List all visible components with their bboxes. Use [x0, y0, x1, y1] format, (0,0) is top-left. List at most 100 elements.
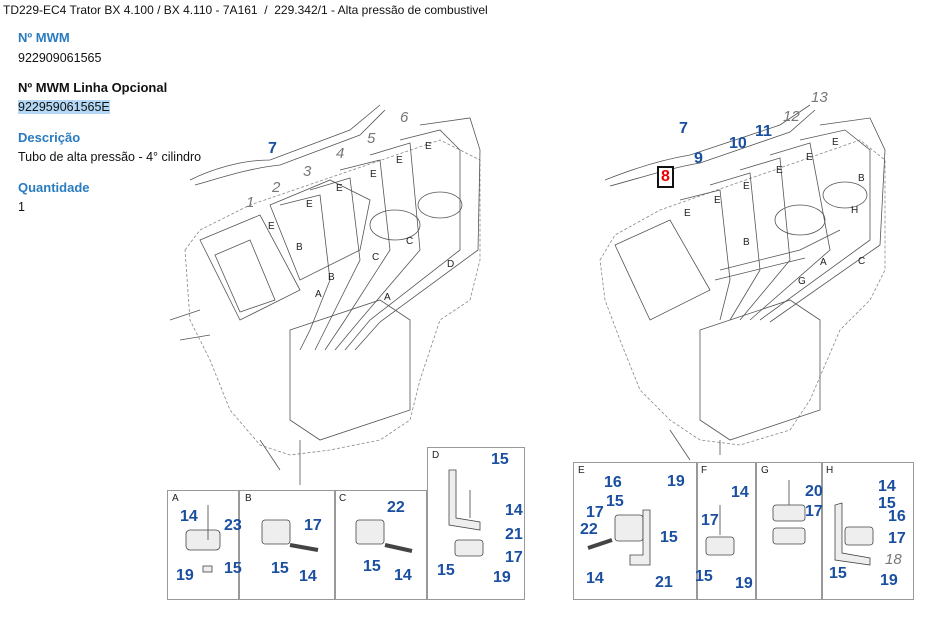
callout[interactable]: 22: [387, 499, 405, 516]
detail-box-d: [427, 447, 525, 600]
callout-7[interactable]: 7: [268, 140, 277, 157]
callout[interactable]: 21: [505, 526, 523, 543]
letter: E: [268, 221, 275, 232]
detail-box-a: [167, 490, 239, 600]
callout[interactable]: 23: [224, 517, 242, 534]
detail-box-b: [239, 490, 335, 600]
callout-6[interactable]: 6: [400, 109, 409, 126]
letter: B: [328, 272, 335, 283]
callout[interactable]: 19: [880, 572, 898, 589]
letter: C: [372, 252, 380, 263]
detail-box-g: [756, 462, 822, 600]
callout-3[interactable]: 3: [303, 163, 312, 180]
detail-box-f: [697, 462, 756, 600]
callout-2[interactable]: 2: [272, 179, 281, 196]
letter: E: [684, 208, 691, 219]
letter: C: [406, 236, 414, 247]
callout[interactable]: 15: [363, 558, 381, 575]
box-letter: A: [172, 493, 179, 504]
callout[interactable]: 14: [878, 478, 896, 495]
callout[interactable]: 15: [829, 565, 847, 582]
callout[interactable]: 19: [176, 567, 194, 584]
letter: E: [370, 169, 377, 180]
detail-box-e: [573, 462, 697, 600]
quantity-value: 1: [18, 200, 25, 214]
callout[interactable]: 14: [505, 502, 523, 519]
letter: E: [832, 137, 839, 148]
callout[interactable]: 14: [180, 508, 198, 525]
callout[interactable]: 17: [888, 530, 906, 547]
callout[interactable]: 15: [224, 560, 242, 577]
callout[interactable]: 19: [735, 575, 753, 592]
callout[interactable]: 18: [885, 551, 902, 568]
right-engine-drawing: [599, 104, 886, 461]
callout[interactable]: 22: [580, 521, 598, 538]
box-letter: E: [578, 465, 585, 476]
callout[interactable]: 15: [695, 568, 713, 585]
quantity-label: Quantidade: [18, 180, 90, 195]
letter: E: [336, 183, 343, 194]
callout[interactable]: 15: [271, 560, 289, 577]
callout[interactable]: 17: [505, 549, 523, 566]
box-letter: B: [245, 493, 252, 504]
callout[interactable]: 16: [604, 474, 622, 491]
callout-13[interactable]: 13: [811, 89, 828, 106]
callout[interactable]: 17: [701, 512, 719, 529]
letter: E: [425, 141, 432, 152]
callout[interactable]: 15: [437, 562, 455, 579]
optional-label: Nº MWM Linha Opcional: [18, 80, 168, 95]
letter: E: [396, 155, 403, 166]
letter: B: [296, 242, 303, 253]
callout[interactable]: 17: [805, 503, 823, 520]
callout[interactable]: 14: [299, 568, 317, 585]
letter: H: [851, 205, 859, 216]
callout[interactable]: 16: [888, 508, 906, 525]
callout-8-selected[interactable]: 8: [657, 166, 674, 188]
callout-11[interactable]: 11: [755, 123, 772, 140]
description-value: Tubo de alta pressão - 4° cilindro: [18, 150, 202, 164]
mwm-label: Nº MWM: [18, 30, 70, 45]
letter: G: [798, 276, 806, 287]
letter: D: [447, 259, 455, 270]
letter: B: [743, 237, 750, 248]
box-letter: D: [432, 450, 440, 461]
detail-box-h: [822, 462, 914, 600]
callout-12[interactable]: 12: [783, 108, 800, 125]
callout-5[interactable]: 5: [367, 130, 376, 147]
letter: E: [714, 195, 721, 206]
mwm-value: 922909061565: [18, 51, 102, 65]
letter: E: [306, 199, 313, 210]
letter: E: [776, 165, 783, 176]
letter: B: [858, 173, 865, 184]
callout[interactable]: 14: [394, 567, 412, 584]
left-engine-drawing: [169, 104, 481, 485]
detail-box-c: [335, 490, 427, 600]
callout[interactable]: 14: [731, 484, 749, 501]
letter: A: [384, 292, 391, 303]
callout[interactable]: 17: [586, 504, 604, 521]
callout[interactable]: 19: [493, 569, 511, 586]
page-title: TD229-EC4 Trator BX 4.100 / BX 4.110 - 7…: [3, 3, 488, 17]
callout[interactable]: 15: [606, 493, 624, 510]
callout[interactable]: 15: [878, 495, 896, 512]
callout-10[interactable]: 10: [729, 135, 747, 152]
callout[interactable]: 14: [586, 570, 604, 587]
optional-value[interactable]: 922959061565E: [18, 100, 110, 114]
callout-1[interactable]: 1: [246, 194, 255, 211]
description-label: Descrição: [18, 130, 81, 145]
letter: C: [858, 256, 866, 267]
callout-9[interactable]: 9: [694, 150, 703, 167]
callout[interactable]: 15: [660, 529, 678, 546]
box-letter: C: [339, 493, 347, 504]
letter: A: [820, 257, 827, 268]
callout[interactable]: 21: [655, 574, 673, 591]
box-letter: H: [826, 465, 834, 476]
callout[interactable]: 19: [667, 473, 685, 490]
callout[interactable]: 15: [491, 451, 509, 468]
callout-7[interactable]: 7: [679, 120, 688, 137]
callout[interactable]: 20: [805, 483, 823, 500]
callout-4[interactable]: 4: [336, 145, 345, 162]
callout[interactable]: 17: [304, 517, 322, 534]
